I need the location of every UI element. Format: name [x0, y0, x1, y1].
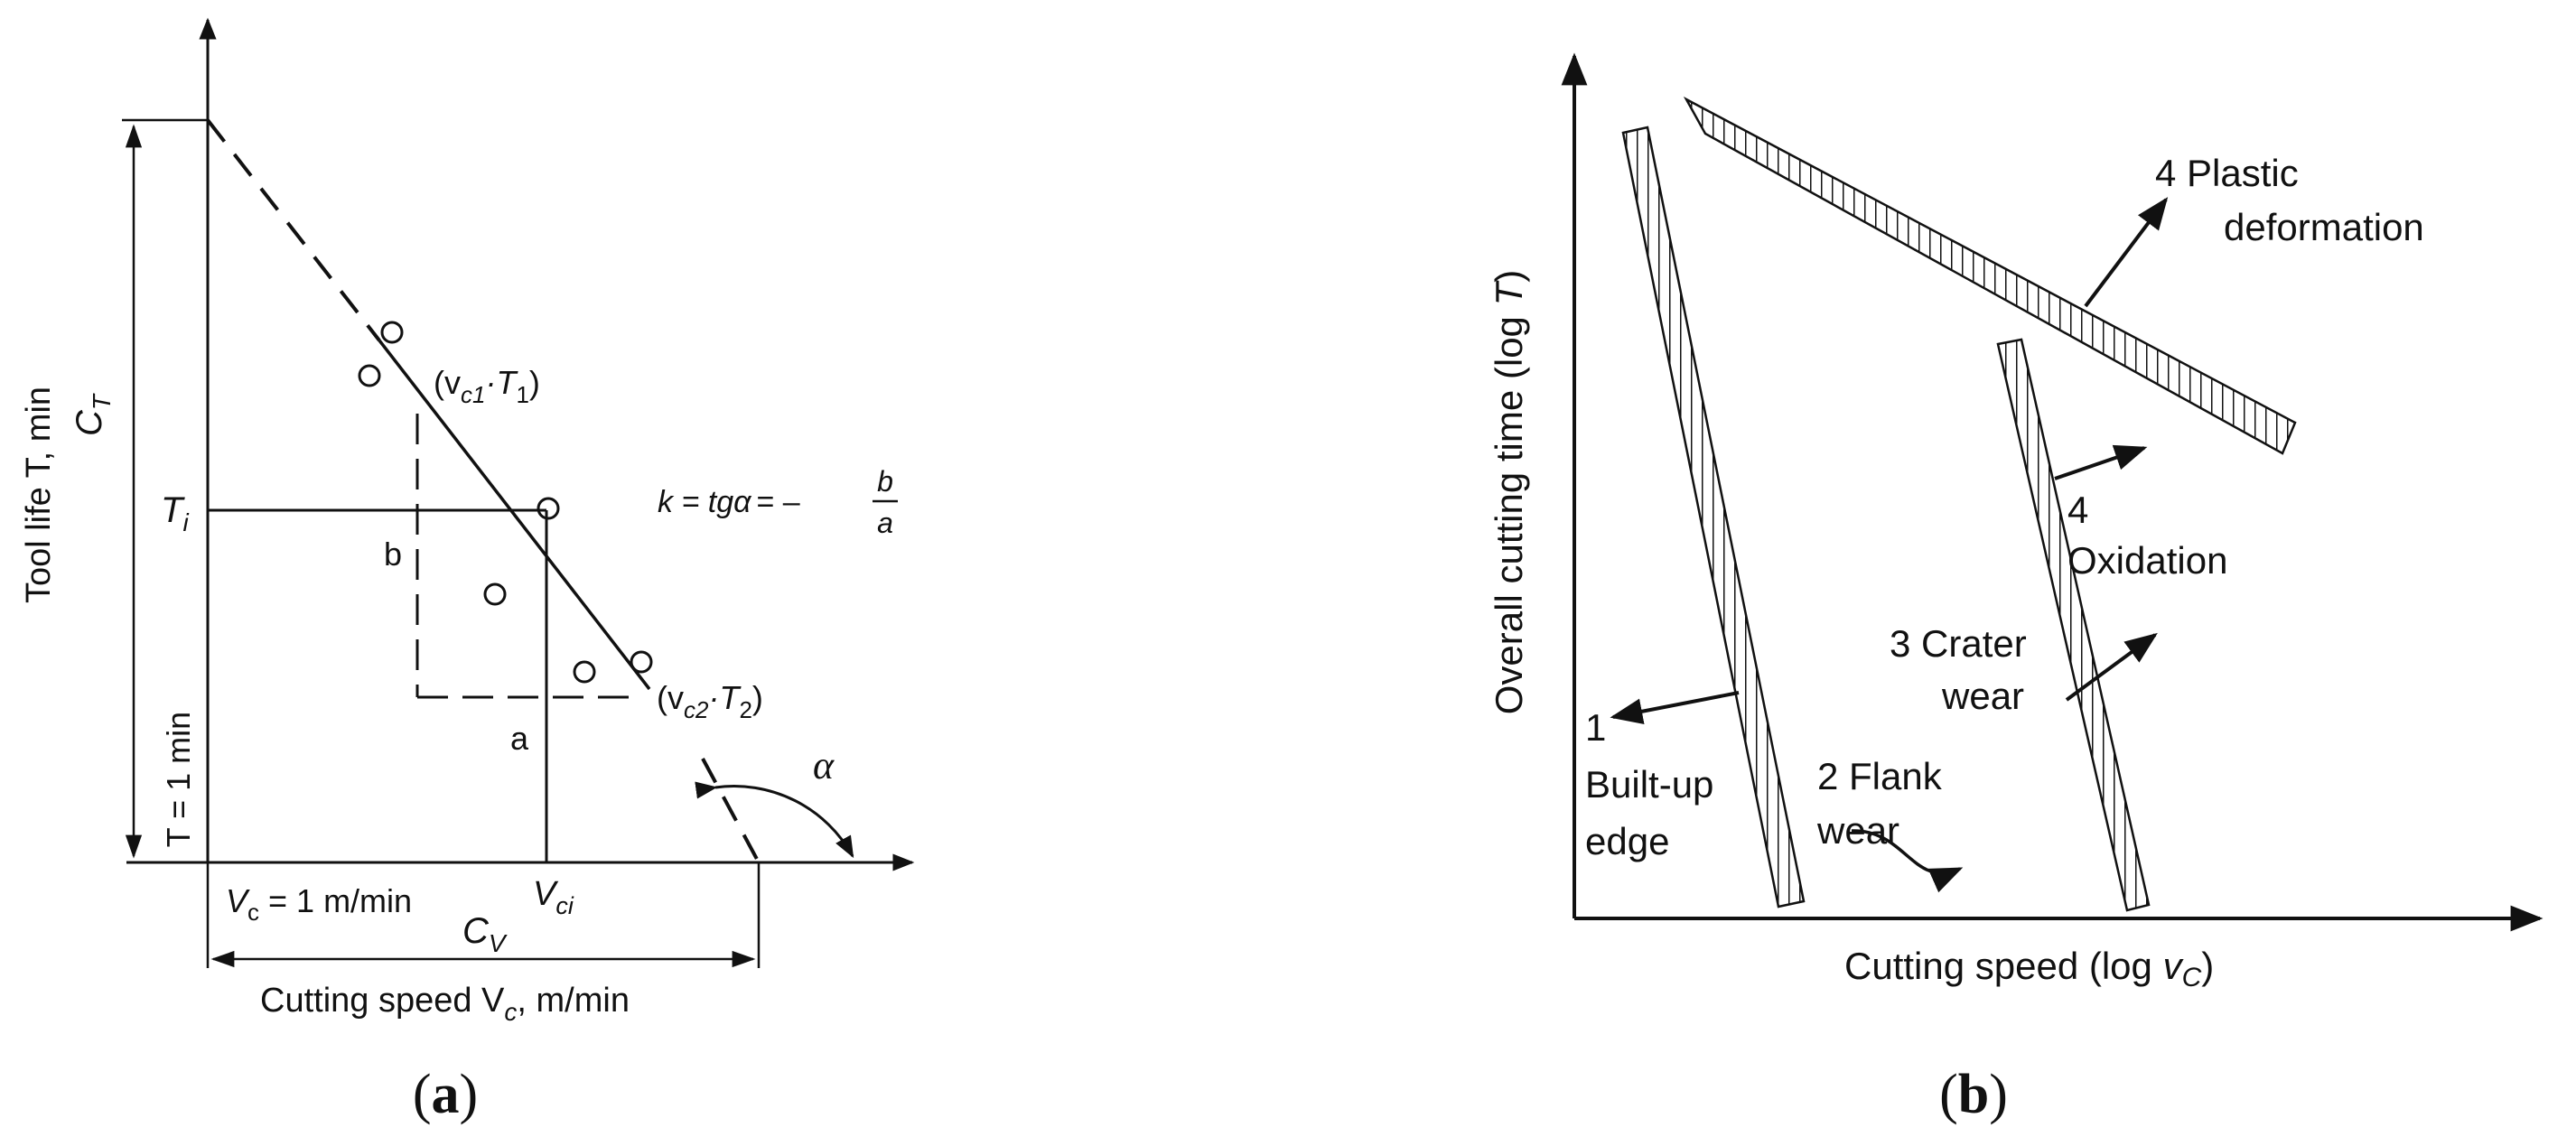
a-ct-label: CT — [70, 393, 116, 436]
a-y-axis-label: Tool life T, min — [20, 387, 58, 603]
a-side-a-label: a — [510, 720, 529, 757]
b-arrow-plastic — [2084, 197, 2169, 308]
panel-b: Overall cutting time (log T) Cutting spe… — [1488, 52, 2543, 1125]
a-caption: (a) — [413, 1064, 478, 1125]
a-vc-one-label: Vc = 1 m/min — [226, 882, 412, 926]
a-data-point — [630, 650, 653, 674]
a-side-b-label: b — [384, 536, 402, 573]
a-cv-label: CV — [462, 911, 508, 957]
b-arrow-flank — [1851, 829, 1964, 893]
a-data-point — [358, 364, 381, 387]
a-data-point — [483, 582, 507, 606]
a-tool-life-line-solid — [378, 339, 651, 691]
a-vci-label: Vci — [533, 875, 574, 919]
b-y-axis-label: Overall cutting time (log T) — [1488, 270, 1530, 715]
a-x-axis-label: Cutting speed Vc, m/min — [260, 982, 630, 1026]
a-formula: k = tgα= – b a — [658, 465, 898, 539]
a-ti-label: Ti — [161, 490, 189, 536]
b-band-plastic-deformation — [1683, 96, 2297, 455]
a-tool-life-line-dashed-upper — [206, 118, 381, 342]
a-tool-life-line-dashed-lower — [701, 758, 761, 863]
b-band-crater-oxidation — [1996, 338, 2151, 912]
a-t-one-label: T = 1 min — [160, 712, 197, 847]
svg-text:k = tgα= –: k = tgα= – — [658, 485, 800, 519]
b-arrow-oxidation — [2054, 444, 2148, 480]
svg-text:a: a — [877, 507, 893, 539]
svg-text:b: b — [877, 465, 893, 498]
a-alpha-arc — [695, 781, 854, 859]
a-data-point — [380, 321, 404, 344]
b-x-axis-label: Cutting speed (log vC) — [1844, 945, 2214, 992]
a-point1-label: (vc1·T1) — [434, 364, 540, 408]
a-point2-label: (vc2·T2) — [657, 679, 763, 723]
b-band-built-up-edge — [1621, 126, 1806, 908]
a-data-point — [573, 660, 596, 684]
b-arrow-crater — [2065, 632, 2158, 702]
b-caption: (b) — [1939, 1064, 2008, 1125]
a-alpha-label: α — [813, 743, 835, 787]
b-arrow-built-up-edge — [1610, 691, 1740, 724]
a-data-point — [537, 497, 560, 520]
panel-a: Tool life T, min CT T = 1 min Ti (vc1·T1… — [20, 17, 915, 1125]
